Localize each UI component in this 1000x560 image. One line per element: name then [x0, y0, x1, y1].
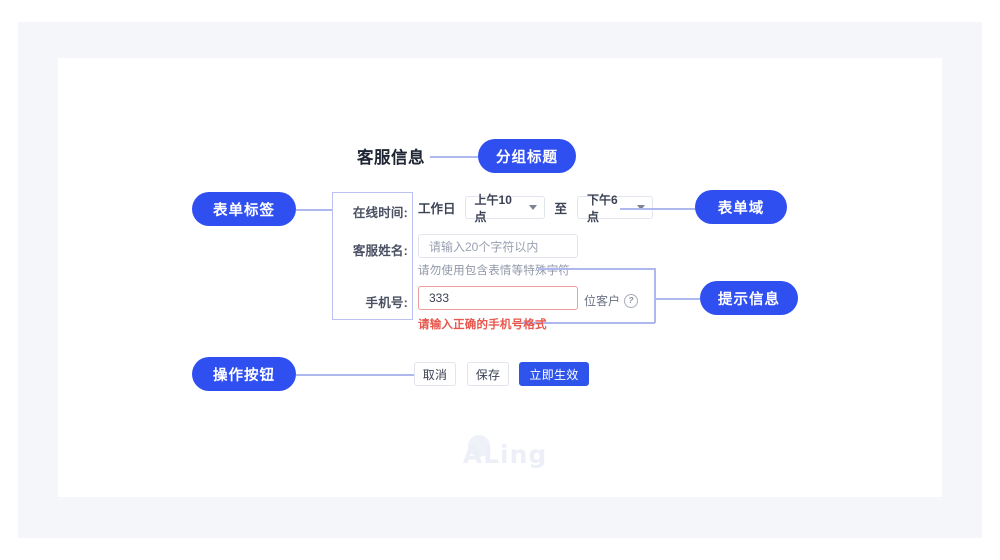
annotation-pill-group-title: 分组标题: [478, 139, 576, 173]
input-agent-name-placeholder: 请输入20个字符以内: [429, 239, 539, 254]
cancel-button[interactable]: 取消: [414, 362, 456, 386]
connector-group-title: [430, 156, 478, 158]
watermark: ALing: [460, 435, 550, 471]
online-time-static-text: 工作日: [418, 202, 456, 216]
chevron-down-icon: [637, 205, 646, 210]
annotation-pill-form-field: 表单域: [695, 190, 787, 224]
connector-hint-bracket: [654, 268, 656, 323]
select-start-time[interactable]: 上午10点: [464, 193, 545, 224]
watermark-dot-icon: [468, 435, 490, 457]
form-label-column-outline: [332, 192, 413, 320]
phone-suffix: 位客户 ?: [584, 292, 639, 309]
phone-suffix-label: 位客户: [584, 294, 621, 308]
row-online-time: 工作日 上午10点 至 下午6点: [418, 193, 654, 224]
watermark-text: ALing: [462, 439, 548, 469]
annotation-pill-action-buttons: 操作按钮: [192, 357, 296, 391]
select-start-time-value: 上午10点: [474, 192, 512, 224]
apply-button[interactable]: 立即生效: [519, 362, 589, 386]
helper-agent-name: 请勿使用包含表情等特殊字符: [418, 265, 571, 277]
page-title: 客服信息: [357, 149, 425, 167]
label-agent-name: 客服姓名:: [352, 244, 408, 258]
save-button[interactable]: 保存: [467, 362, 509, 386]
online-time-separator: 至: [554, 202, 568, 216]
input-phone[interactable]: 333: [418, 286, 578, 310]
connector-hint-pill: [654, 298, 700, 300]
annotation-pill-hint-message: 提示信息: [700, 281, 798, 315]
chevron-down-icon: [528, 205, 537, 210]
label-phone: 手机号:: [365, 296, 408, 310]
label-online-time: 在线时间:: [352, 206, 408, 220]
connector-form-field: [620, 208, 700, 210]
select-end-time-value: 下午6点: [587, 192, 618, 224]
connector-action-buttons: [296, 374, 414, 376]
select-end-time[interactable]: 下午6点: [577, 193, 654, 224]
connector-error-text: [522, 322, 655, 324]
error-phone: 请输入正确的手机号格式: [418, 319, 547, 331]
input-phone-value: 333: [429, 291, 450, 305]
connector-form-label: [296, 209, 332, 211]
inner-card: [58, 58, 942, 497]
annotation-pill-form-label: 表单标签: [192, 192, 296, 226]
input-agent-name[interactable]: 请输入20个字符以内: [418, 234, 578, 258]
question-circle-icon[interactable]: ?: [624, 293, 639, 308]
connector-helper-text: [538, 268, 655, 270]
